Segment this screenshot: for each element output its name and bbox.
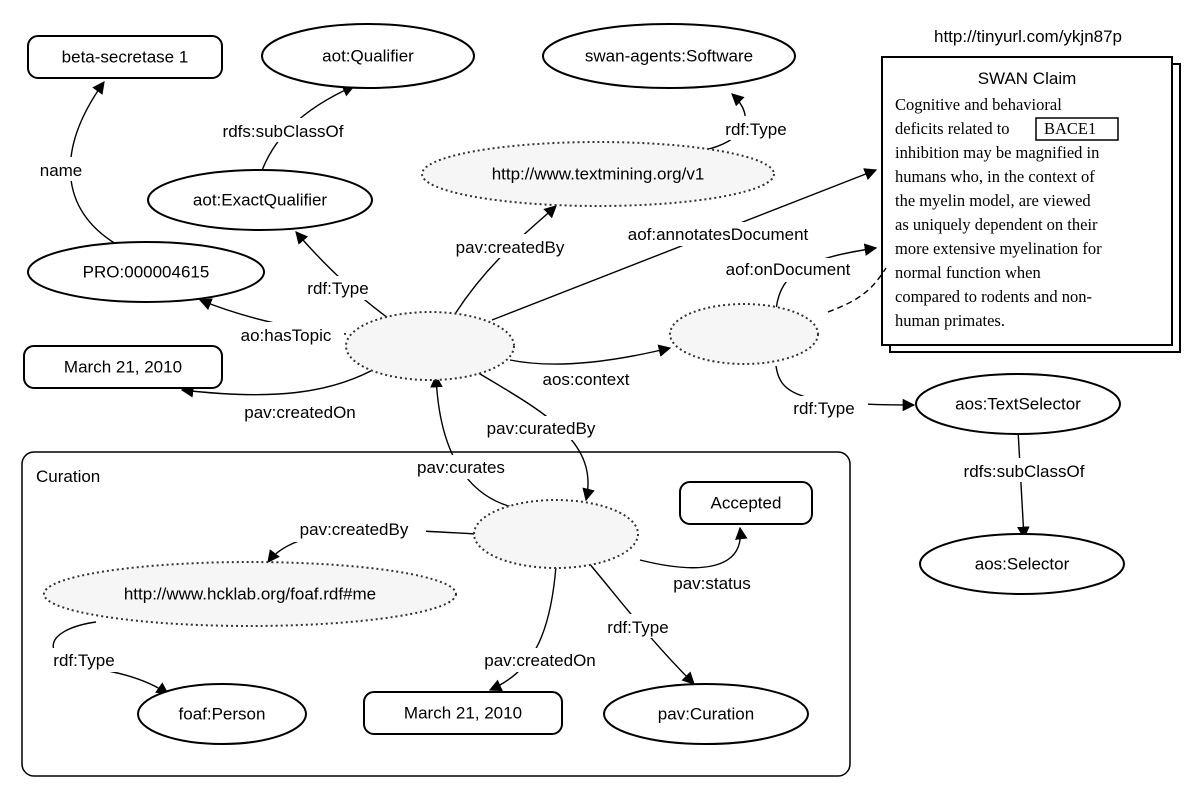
node-label: PRO:000004615: [83, 263, 210, 282]
node-aot-qualifier: aot:Qualifier: [261, 23, 475, 89]
node-context-blank: [669, 303, 819, 365]
edge-label: pav:createdOn: [484, 651, 596, 670]
edge-status: [639, 526, 748, 569]
node-accepted: Accepted: [679, 481, 813, 525]
node-label: March 21, 2010: [404, 704, 522, 723]
edge-label: pav:createdBy: [300, 520, 409, 539]
claim-line: inhibition may be magnified in: [895, 143, 1099, 162]
edge-label: pav:curatedBy: [487, 419, 596, 438]
edge-type-qualifier: [295, 231, 389, 319]
bace1-highlight: [1035, 117, 1119, 141]
edge-subclassof-selector: [1017, 429, 1030, 540]
node-label: foaf:Person: [179, 705, 266, 724]
node-textmining-url: http://www.textmining.org/v1: [421, 141, 775, 207]
node-label: aot:ExactQualifier: [193, 191, 328, 210]
swan-claim-box: SWAN Claim Cognitive and behavioral defi…: [881, 56, 1181, 353]
node-label: aos:TextSelector: [955, 395, 1081, 414]
node-pav-curation: pav:Curation: [603, 683, 809, 745]
claim-line: more extensive myelination for: [895, 239, 1102, 258]
node-swan-software: swan-agents:Software: [542, 23, 796, 89]
edge-label: pav:createdBy: [456, 238, 565, 257]
node-label: http://www.textmining.org/v1: [492, 165, 705, 184]
curation-box-title: Curation: [36, 467, 100, 486]
edge-label: ao:hasTopic: [241, 326, 332, 345]
node-curation-blank: [473, 499, 639, 569]
claim-line: humans who, in the context of: [895, 167, 1095, 186]
node-label: swan-agents:Software: [585, 47, 753, 66]
claim-line: as uniquely dependent on their: [895, 215, 1098, 234]
edge-createdby-agent: [454, 205, 557, 315]
node-beta-secretase: beta-secretase 1: [27, 35, 223, 79]
node-label: beta-secretase 1: [62, 48, 189, 67]
node-label: http://www.hcklab.org/foaf.rdf#me: [124, 585, 376, 604]
node-annotation-blank: [345, 311, 515, 381]
claim-title: SWAN Claim: [978, 69, 1077, 88]
claim-line: Cognitive and behavioral: [895, 95, 1062, 114]
edge-label: rdfs:subClassOf: [223, 122, 344, 141]
claim-line: deficits related to: [895, 119, 1010, 138]
claim-line: compared to rodents and non-: [895, 287, 1092, 306]
node-label: pav:Curation: [658, 705, 754, 724]
edge-label: rdf:Type: [53, 651, 114, 670]
edge-label: aof:annotatesDocument: [628, 225, 809, 244]
edge-label: rdf:Type: [307, 279, 368, 298]
edge-label: rdf:Type: [725, 120, 786, 139]
node-label: Accepted: [711, 494, 782, 513]
claim-line: the myelin model, are viewed: [895, 191, 1091, 210]
edge-createdon-top: [180, 365, 381, 398]
node-selector: aos:Selector: [919, 533, 1125, 595]
node-date-top: March 21, 2010: [23, 345, 223, 389]
edge-label: rdfs:subClassOf: [964, 462, 1085, 481]
edge-label: aos:context: [543, 370, 630, 389]
claim-line: human primates.: [895, 311, 1005, 330]
node-text-selector: aos:TextSelector: [915, 373, 1121, 435]
url-note: http://tinyurl.com/ykjn87p: [934, 27, 1122, 46]
node-label: March 21, 2010: [64, 358, 182, 377]
node-pro-id: PRO:000004615: [27, 241, 265, 303]
node-date-bottom: March 21, 2010: [363, 691, 563, 735]
curation-box: [21, 451, 851, 777]
claim-line: normal function when: [895, 263, 1041, 282]
edge-ondocument-dashed: [827, 267, 887, 313]
claim-line-bace1: BACE1: [1044, 119, 1096, 138]
node-aot-exact-qualifier: aot:ExactQualifier: [147, 169, 373, 231]
edge-label: rdf:Type: [607, 618, 668, 637]
edge-context: [509, 344, 672, 365]
node-hcklab-url: http://www.hcklab.org/foaf.rdf#me: [43, 561, 457, 627]
edge-label: rdf:Type: [793, 399, 854, 418]
edge-label: name: [40, 161, 83, 180]
node-label: aot:Qualifier: [322, 47, 414, 66]
node-foaf-person: foaf:Person: [137, 683, 307, 745]
edge-label: pav:createdOn: [244, 403, 356, 422]
edge-label: pav:curates: [417, 458, 505, 477]
edge-label: pav:status: [673, 574, 751, 593]
node-label: aos:Selector: [975, 555, 1070, 574]
edge-labels: name rdfs:subClassOf rdf:Type pav:create…: [30, 116, 1106, 672]
edge-label: aof:onDocument: [726, 260, 851, 279]
edge-curates: [430, 374, 517, 509]
